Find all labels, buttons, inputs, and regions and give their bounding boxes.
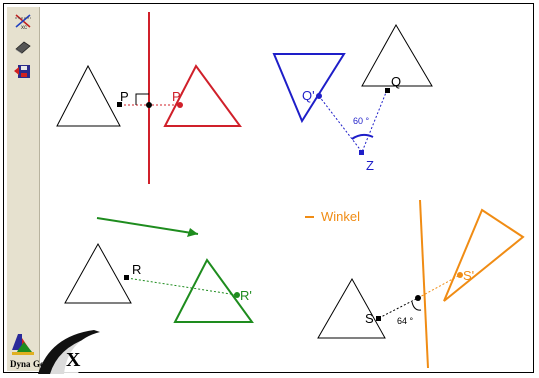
point-s[interactable] [376,316,381,321]
right-angle-mark [135,93,149,105]
point-q-prime[interactable] [316,93,322,99]
connector-q [361,89,388,153]
connector-s [378,297,419,319]
tool-save-exit[interactable] [12,61,34,81]
triangle-image-r[interactable] [173,258,254,323]
translation-figure: R R' [64,217,254,323]
triangle-original-r[interactable] [64,242,132,304]
label-r: R [132,262,141,277]
point-p-prime[interactable] [177,102,183,108]
point-r-prime[interactable] [234,292,240,298]
logo-text-dyna: Dyna [10,359,31,369]
angle-label-s: 64 ° [397,316,414,326]
point-z[interactable] [359,150,364,155]
label-q-prime: Q' [302,88,315,103]
intersection-point-s[interactable] [415,295,421,301]
tool-axes[interactable]: xc [12,11,34,31]
label-s-prime: S' [463,268,474,283]
triangle-original-q[interactable] [361,23,433,87]
label-p: P [120,89,129,104]
connector-r [126,277,238,296]
vector-arrowhead [187,228,198,237]
eraser-icon [15,41,31,54]
reflection-figure: P P' [56,12,242,184]
label-q: Q [391,74,401,89]
angle-arc-q [351,133,374,140]
point-s-prime[interactable] [457,272,463,278]
triangle-original-s[interactable] [317,277,386,339]
label-p-prime: P' [172,89,183,104]
dynageo-logo-icon [12,334,34,355]
geometry-canvas[interactable]: P P' Q' Q Z 60 ° R R' Winkel [40,4,530,374]
angle-arc-s [411,301,422,311]
point-q[interactable] [385,88,390,93]
logo-text-geo: Geo [33,359,49,369]
label-r-prime: R' [240,288,252,303]
triangle-original-p[interactable] [56,64,121,127]
triangle-image-s[interactable] [443,208,525,302]
rotation-figure: Q' Q Z 60 ° [272,23,433,173]
label-s: S [365,311,374,326]
winkel-figure: Winkel S S' 64 ° [305,199,525,369]
logo-x-mark: X [66,349,81,371]
point-p[interactable] [117,102,122,107]
svg-text:xc: xc [21,25,27,30]
intersection-point[interactable] [146,102,152,108]
mirror-line-orange[interactable] [419,199,429,369]
app-frame [3,3,534,373]
point-r[interactable] [124,275,129,280]
winkel-label[interactable]: Winkel [321,209,360,224]
save-exit-icon [14,65,30,78]
label-z: Z [366,158,374,173]
tool-eraser[interactable] [12,37,34,57]
triangle-image-p[interactable] [163,64,242,127]
left-toolbar: xc [7,7,40,371]
angle-label-q: 60 ° [353,116,370,126]
triangle-image-q[interactable] [272,53,346,124]
translation-vector[interactable] [96,217,199,235]
dynageo-logo: Dyna Geo X [10,330,100,374]
axes-xyz-icon: xc [15,14,31,30]
